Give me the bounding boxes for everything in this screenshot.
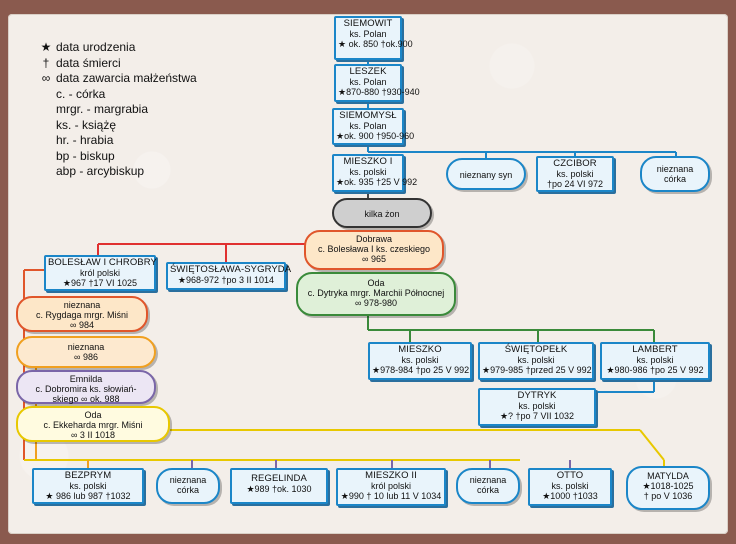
node-unknown-daughter-top[interactable]: nieznana córka bbox=[640, 156, 710, 192]
node-kilka-zon[interactable]: kilka żon bbox=[332, 198, 432, 228]
node-boleslaw-chrobry[interactable]: BOLESŁAW I CHROBRY król polski ★967 †17 … bbox=[44, 255, 157, 291]
node-emnilda[interactable]: Emnilda c. Dobromira ks. słowiań- skiego… bbox=[16, 370, 156, 404]
legend-row: abp - arcybiskup bbox=[56, 164, 145, 178]
node-swietoslawa[interactable]: ŚWIĘTOSŁAWA-SYGRYDA ★968-972 †po 3 II 10… bbox=[166, 262, 291, 290]
node-mieszko-son[interactable]: MIESZKO ks. polski ★978-984 †po 25 V 992 bbox=[368, 342, 472, 380]
node-dobrawa[interactable]: Dobrawa c. Bolesława I ks. czeskiego ∞ 9… bbox=[304, 230, 444, 270]
legend-row: ∞data zawarcia małżeństwa bbox=[41, 71, 197, 85]
node-wife-rygdag[interactable]: nieznana c. Rygdaga mrgr. Miśni ∞ 984 bbox=[16, 296, 148, 332]
node-dytryk[interactable]: DYTRYK ks. polski ★? †po 7 VII 1032 bbox=[478, 388, 596, 426]
node-leszek[interactable]: LESZEK ks. Polan ★870-880 †930-940 bbox=[334, 64, 420, 102]
node-otto[interactable]: OTTO ks. polski ★1000 †1033 bbox=[528, 468, 612, 506]
legend-row: †data śmierci bbox=[42, 55, 121, 70]
legend-row: bp - biskup bbox=[56, 148, 115, 163]
node-wife-986[interactable]: nieznana ∞ 986 bbox=[16, 336, 156, 368]
legend-row: ★data urodzenia bbox=[40, 40, 136, 54]
node-siemomysl[interactable]: SIEMOMYSŁ ks. Polan ★ok. 900 †950-960 bbox=[332, 108, 414, 145]
legend-row: hr. - hrabia bbox=[56, 133, 114, 147]
node-unknown-daughter-2[interactable]: nieznana córka bbox=[456, 468, 520, 504]
node-czcibor[interactable]: CZCIBOR ks. polski †po 24 VI 972 bbox=[536, 156, 614, 192]
node-swietopelk[interactable]: ŚWIĘTOPEŁK ks. polski ★979-985 †przed 25… bbox=[478, 342, 594, 380]
legend: ★data urodzenia †data śmierci ∞data zawa… bbox=[40, 40, 197, 180]
node-siemowit[interactable]: SIEMOWIT ks. Polan ★ ok. 850 †ok.900 bbox=[334, 16, 413, 60]
node-lambert[interactable]: LAMBERT ks. polski ★980-986 †po 25 V 992 bbox=[600, 342, 710, 380]
node-bezprym[interactable]: BEZPRYM ks. polski ★ 986 lub 987 †1032 bbox=[32, 468, 144, 504]
node-oda-1[interactable]: Oda c. Dytryka mrgr. Marchii Północnej ∞… bbox=[296, 272, 456, 316]
node-unknown-son[interactable]: nieznany syn bbox=[446, 158, 526, 190]
node-mieszko-i[interactable]: MIESZKO I ks. polski ★ok. 935 †25 V 992 bbox=[332, 154, 417, 192]
legend-row: c. - córka bbox=[56, 86, 106, 101]
node-mieszko-ii[interactable]: MIESZKO II król polski ★990 † 10 lub 11 … bbox=[336, 468, 446, 506]
node-matylda[interactable]: MATYLDA ★1018-1025 † po V 1036 bbox=[626, 466, 710, 510]
node-unknown-daughter-1[interactable]: nieznana córka bbox=[156, 468, 220, 504]
node-regelinda[interactable]: REGELINDA ★989 †ok. 1030 bbox=[230, 468, 328, 504]
node-oda-2[interactable]: Oda c. Ekkeharda mrgr. Miśni ∞ 3 II 1018 bbox=[16, 406, 170, 442]
legend-row: mrgr. - margrabia bbox=[56, 102, 149, 116]
legend-row: ks. - książę bbox=[56, 117, 117, 132]
